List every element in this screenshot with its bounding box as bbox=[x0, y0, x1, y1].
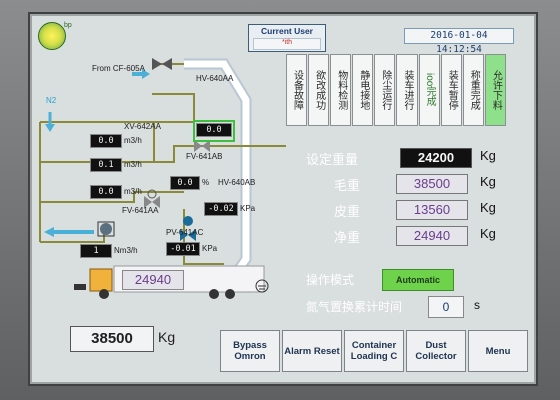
set-weight-row: 设定重量 24200 Kg bbox=[298, 146, 513, 168]
cmd-button-4[interactable]: 除尘运行 bbox=[374, 54, 396, 126]
nitrogen-time-row: 氮气置换累计时间 0 s bbox=[298, 295, 513, 318]
company-logo bbox=[38, 22, 66, 50]
cmd-button-2-label: 物料检测 bbox=[335, 70, 347, 110]
logo-text: bp bbox=[64, 22, 72, 29]
cmd-button-3[interactable]: 静电接地 bbox=[352, 54, 374, 126]
pressure-1-value: -0.02 bbox=[204, 202, 238, 216]
truck bbox=[74, 265, 265, 299]
set-weight-input[interactable]: 24200 bbox=[400, 148, 472, 168]
set-weight-unit: Kg bbox=[480, 148, 496, 163]
cmd-button-1-label: 欲改成功 bbox=[313, 70, 325, 110]
tare-row: 皮重 13560 Kg bbox=[298, 198, 513, 220]
ground-symbol bbox=[255, 279, 269, 293]
flow-1-unit: m3/h bbox=[124, 136, 142, 145]
current-user-label: Current User bbox=[261, 26, 313, 36]
xv642aa-value: 0.0 bbox=[196, 123, 232, 137]
hv640ab-label: HV-640AB bbox=[218, 178, 256, 187]
process-piping bbox=[39, 58, 286, 299]
cmd-button-5[interactable]: 装车进行 bbox=[396, 54, 418, 126]
valve-pct-value: 0.0 bbox=[170, 176, 200, 190]
scale-weight-unit: Kg bbox=[158, 329, 176, 345]
cmd-button-5-label: 装车进行 bbox=[402, 70, 414, 110]
n2-label: N2 bbox=[46, 96, 57, 105]
fv641ab-label: FV-641AB bbox=[186, 152, 223, 161]
cmd-button-6[interactable]: ioo完成 bbox=[418, 54, 440, 126]
net-value: 24940 bbox=[396, 226, 468, 246]
xv642aa-label: XV-642AA bbox=[124, 122, 161, 131]
gross-unit: Kg bbox=[480, 174, 496, 189]
net-label: 净重 bbox=[334, 230, 361, 245]
pressure-2-value: -0.01 bbox=[166, 242, 200, 256]
cmd-button-2[interactable]: 物料检测 bbox=[330, 54, 352, 126]
cmd-button-9-label: 允许下料 bbox=[490, 70, 502, 110]
nitrogen-time-unit: s bbox=[474, 298, 480, 312]
alarm-reset-button[interactable]: Alarm Reset bbox=[282, 330, 342, 372]
current-user-value: *ith bbox=[253, 38, 321, 50]
valve-fv641ab bbox=[194, 140, 210, 152]
nitrogen-time-value: 0 bbox=[428, 296, 464, 318]
current-user-box[interactable]: Current User *ith bbox=[248, 24, 326, 52]
operation-mode-button[interactable]: Automatic bbox=[382, 269, 454, 291]
flow-3-unit: m3/h bbox=[124, 187, 142, 196]
from-cf605a-label: From CF-605A bbox=[92, 64, 145, 73]
cmd-button-7[interactable]: 装车暂停 bbox=[440, 54, 462, 126]
datetime-display: 2016-01-04 14:12:54 bbox=[404, 28, 514, 55]
valve-pct-unit: % bbox=[202, 178, 210, 187]
flow-2-unit: m3/h bbox=[124, 160, 142, 169]
valve-hv640aa bbox=[152, 58, 172, 70]
hv640aa-label: HV-640AA bbox=[196, 74, 234, 83]
set-weight-label: 设定重量 bbox=[306, 152, 359, 167]
pv641ac-label: PV-641AC bbox=[166, 228, 204, 237]
operation-mode-label: 操作模式 bbox=[306, 273, 355, 287]
cmd-button-9[interactable]: 允许下料 bbox=[484, 54, 506, 126]
net-row: 净重 24940 Kg bbox=[298, 224, 513, 246]
nm3h-unit: Nm3/h bbox=[114, 246, 138, 255]
cmd-button-7-label: 装车暂停 bbox=[446, 70, 458, 110]
process-diagram: From CF-605A HV-640AA N2 XV-642AA 0.0 FV… bbox=[34, 54, 286, 299]
blower bbox=[97, 221, 115, 237]
cmd-button-8[interactable]: 称重完成 bbox=[462, 54, 484, 126]
nm3h-value: 1 bbox=[80, 244, 112, 258]
flow-2-value: 0.1 bbox=[90, 158, 122, 172]
gross-label: 毛重 bbox=[334, 178, 361, 193]
container-loading-button[interactable]: Container Loading C bbox=[344, 330, 404, 372]
truck-weight-display: 24940 bbox=[122, 270, 184, 290]
cmd-button-3-label: 静电接地 bbox=[357, 70, 369, 110]
flow-1-value: 0.0 bbox=[90, 134, 122, 148]
net-unit: Kg bbox=[480, 226, 496, 241]
tare-value: 13560 bbox=[396, 200, 468, 220]
tare-label: 皮重 bbox=[334, 204, 361, 219]
cmd-button-0[interactable]: 设备故障 bbox=[286, 54, 308, 126]
cmd-button-8-label: 称重完成 bbox=[468, 70, 480, 110]
nitrogen-time-label: 氮气置换累计时间 bbox=[306, 300, 403, 314]
dust-collector-button[interactable]: Dust Collector bbox=[406, 330, 466, 372]
pressure-2-unit: KPa bbox=[202, 244, 218, 253]
menu-button[interactable]: Menu bbox=[468, 330, 528, 372]
cmd-button-1[interactable]: 欲改成功 bbox=[308, 54, 330, 126]
pressure-1-unit: KPa bbox=[240, 204, 256, 213]
fv641aa-label: FV-641AA bbox=[122, 206, 159, 215]
bypass-omron-button[interactable]: Bypass Omron bbox=[220, 330, 280, 372]
valve-pv641ac bbox=[180, 216, 196, 241]
valve-fv641aa bbox=[144, 189, 160, 208]
gross-value: 38500 bbox=[396, 174, 468, 194]
gross-row: 毛重 38500 Kg bbox=[298, 172, 513, 194]
tare-unit: Kg bbox=[480, 200, 496, 215]
hmi-screen: bp Current User *ith 2016-01-04 14:12:54 bbox=[28, 12, 538, 386]
cmd-button-4-label: 除尘运行 bbox=[379, 70, 391, 110]
cmd-button-6-label: ioo完成 bbox=[424, 73, 436, 107]
flow-3-value: 0.0 bbox=[90, 185, 122, 199]
operation-mode-row: 操作模式 Automatic bbox=[298, 268, 513, 291]
parameter-panel: 设定重量 24200 Kg 毛重 38500 Kg 皮重 13560 Kg 净重… bbox=[298, 146, 513, 266]
command-button-grid: 设备故障 欲改成功 物料检测 静电接地 除尘运行 装车进行 ioo完成 装车暂停… bbox=[286, 54, 506, 126]
cmd-button-0-label: 设备故障 bbox=[291, 70, 303, 110]
scale-weight-display: 38500 bbox=[70, 326, 154, 352]
